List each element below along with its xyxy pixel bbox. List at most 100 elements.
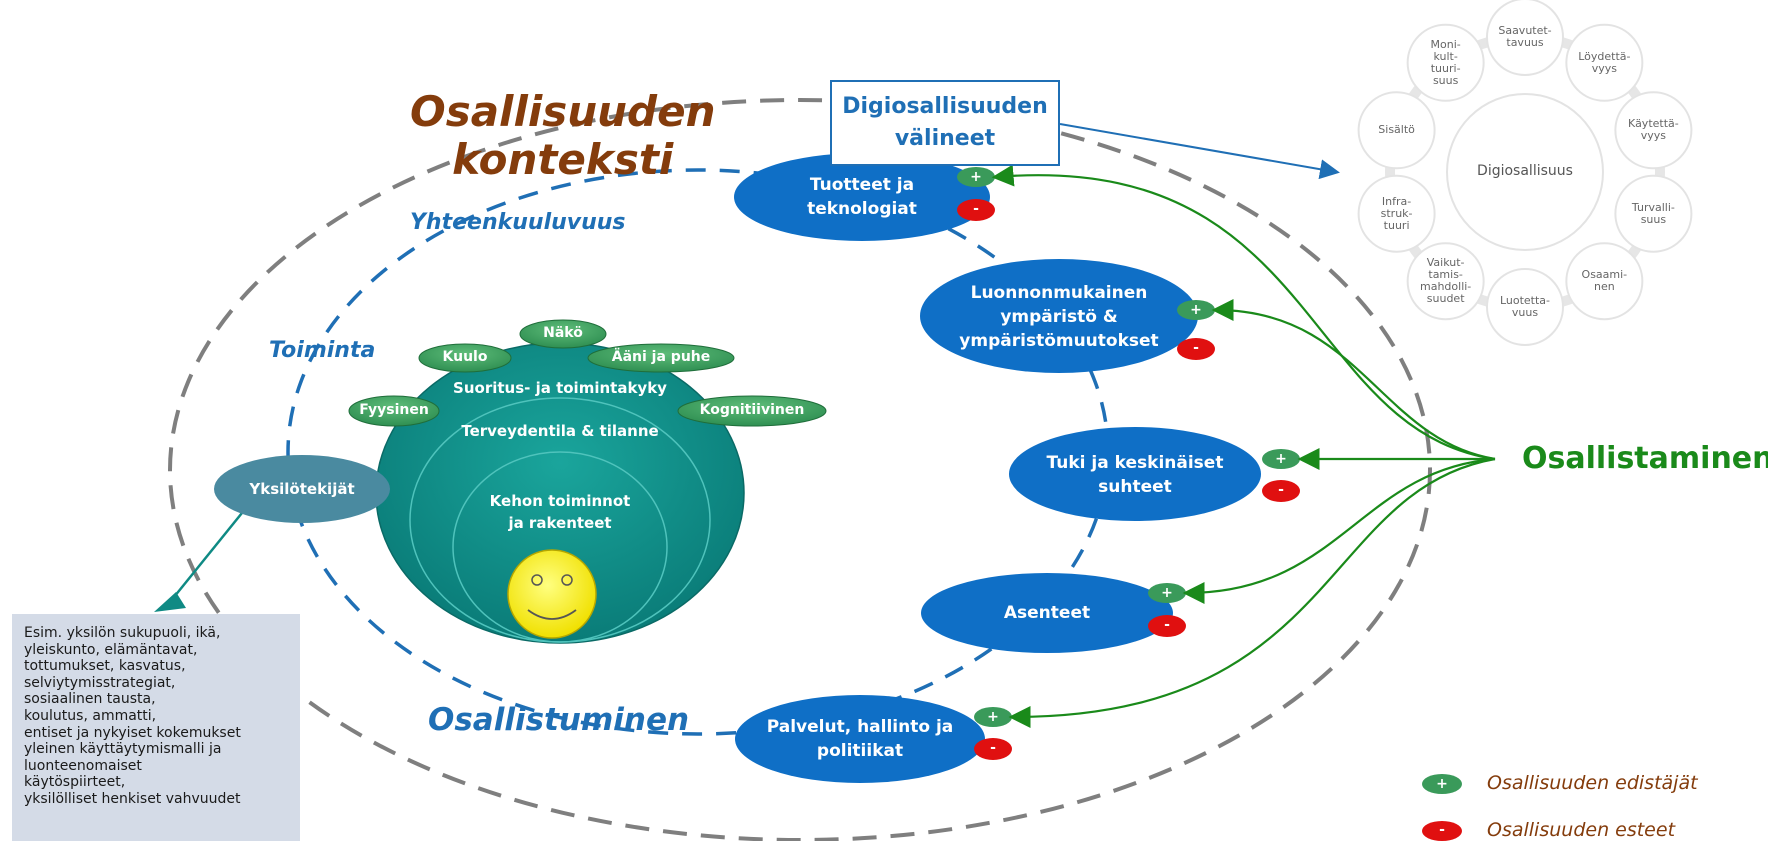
- example-line: yksilölliset henkiset vahvuudet: [24, 790, 241, 807]
- example-line: yleiskunto, elämäntavat,: [24, 641, 198, 658]
- personal-factors-arrow: [169, 507, 247, 603]
- sense-label-kuulo: Kuulo: [442, 349, 488, 365]
- legend-barriers: Osallisuuden esteet: [1487, 819, 1676, 841]
- factor-ellipse-4: [921, 573, 1173, 653]
- plus-badge-1: [957, 167, 995, 187]
- example-line: yleinen käyttäytymismalli ja: [24, 741, 222, 758]
- minus-badge-2: [1177, 338, 1215, 360]
- digi-wheel-node-line: tuuri-: [1430, 61, 1461, 75]
- factor-5-line-2: politiikat: [816, 741, 904, 761]
- sense-label-kognitiivinen: Kognitiivinen: [699, 402, 805, 418]
- digi-wheel-node-line: Käytettä-: [1628, 117, 1679, 131]
- factor-5-line-1: Palvelut, hallinto ja: [766, 717, 954, 737]
- plus-sign-1: +: [970, 169, 982, 185]
- minus-sign-3: -: [1278, 482, 1284, 498]
- plus-badge-3: [1262, 449, 1300, 469]
- participation-label: Osallistuminen: [428, 702, 690, 738]
- digi-wheel-node-label: Sisältö: [1362, 124, 1432, 136]
- factor-text-3: Tuki ja keskinäiset suhteet: [1035, 451, 1235, 499]
- digi-wheel-node-line: tavuus: [1506, 36, 1544, 49]
- digi-wheel-node: [1357, 174, 1436, 253]
- digi-wheel-node-line: vyys: [1591, 61, 1617, 75]
- minus-badge-4: [1148, 615, 1186, 637]
- sense-label-aani: Ääni ja puhe: [611, 349, 711, 365]
- legend-minus-badge: [1422, 821, 1462, 841]
- digi-wheel-node: [1486, 0, 1564, 76]
- digi-wheel-node-line: mahdolli-: [1420, 280, 1472, 294]
- digi-wheel-node-label: Käytettä-vyys: [1618, 118, 1688, 142]
- personal-factors-ellipse: [214, 455, 390, 523]
- legend-minus-sign: -: [1439, 822, 1445, 838]
- digi-wheel-node-line: suus: [1432, 73, 1459, 87]
- personal-factors-label: Yksilötekijät: [249, 480, 355, 498]
- digi-wheel-node: [1406, 23, 1485, 102]
- digi-wheel-node-line: suus: [1640, 212, 1667, 226]
- personal-factors-arrowhead: [154, 592, 186, 612]
- digi-wheel-node-label: Moni-kult-tuuri-suus: [1411, 37, 1481, 87]
- legend-promoters: Osallisuuden edistäjät: [1487, 772, 1698, 794]
- minus-badge-3: [1262, 480, 1300, 502]
- plus-sign-4: +: [1161, 585, 1173, 601]
- factor-ellipse-3: [1009, 427, 1261, 521]
- digi-wheel-node-line: kult-: [1433, 49, 1458, 63]
- factor-ellipse-1: [734, 153, 990, 241]
- minus-sign-2: -: [1193, 340, 1199, 356]
- plus-sign-5: +: [987, 709, 999, 725]
- digi-wheel-node-line: Osaami-: [1581, 268, 1628, 282]
- digi-wheel-node-label: Luotetta-vuus: [1490, 295, 1560, 319]
- plus-sign-3: +: [1275, 451, 1287, 467]
- factor-ellipse-5: [735, 695, 985, 783]
- context-title: Osallisuuden konteksti: [410, 88, 715, 184]
- digi-tools-line-2: välineet: [894, 126, 996, 151]
- body-label-line-1: Kehon toiminnot: [489, 492, 631, 510]
- digi-wheel-node-line: Saavutet-: [1498, 24, 1552, 37]
- sense-label-nako: Näkö: [543, 325, 583, 341]
- digi-wheel-node-line: Löydettä-: [1578, 49, 1631, 63]
- digi-wheel-node-line: vyys: [1640, 129, 1667, 143]
- example-line: entiset ja nykyiset kokemukset: [24, 724, 241, 741]
- example-line: käytöspiirteet,: [24, 774, 126, 791]
- sense-pill-kuulo: [418, 343, 512, 373]
- enabling-label: Osallistaminen: [1522, 441, 1768, 476]
- plus-badge-5: [974, 707, 1012, 727]
- factor-1-line-1: Tuotteet ja: [809, 175, 915, 195]
- digi-wheel-node: [1614, 174, 1693, 253]
- plus-sign-2: +: [1190, 302, 1202, 318]
- factor-2-line-2: ympäristö &: [1000, 307, 1118, 327]
- digi-wheel-node-label: Löydettä-vyys: [1569, 49, 1639, 75]
- body-label: Kehon toiminnot ja rakenteet: [460, 490, 660, 534]
- digi-wheel-node-line: Moni-: [1430, 37, 1461, 51]
- factor-3-line-2: suhteet: [1098, 477, 1172, 497]
- health-label: Terveydentila & tilanne: [461, 422, 659, 440]
- badge-group: [957, 167, 1462, 841]
- context-ring: [168, 98, 1432, 841]
- digi-tools-line-1: Digiosallisuuden: [842, 94, 1048, 119]
- personal-factors-examples: Esim. yksilön sukupuoli, ikä, yleiskunto…: [12, 614, 300, 841]
- digi-wheel-node: [1565, 23, 1644, 102]
- performance-label: Suoritus- ja toimintakyky: [453, 379, 667, 397]
- digi-wheel-node-line: Sisältö: [1378, 123, 1415, 137]
- digi-wheel-node-line: nen: [1593, 280, 1615, 294]
- minus-sign-5: -: [990, 740, 996, 756]
- factor-2-line-1: Luonnonmukainen: [970, 283, 1148, 303]
- example-line: Esim. yksilön sukupuoli, ikä,: [24, 625, 221, 641]
- plus-badge-2: [1177, 300, 1215, 320]
- belonging-label: Yhteenkuuluvuus: [410, 210, 626, 235]
- digi-wheel-node-label: Turvalli-suus: [1618, 200, 1688, 226]
- factor-3-line-1: Tuki ja keskinäiset: [1046, 453, 1224, 473]
- digi-wheel-node: [1357, 91, 1436, 170]
- factor-4-line-1: Asenteet: [1003, 603, 1091, 623]
- sense-label-fyysinen: Fyysinen: [359, 402, 429, 418]
- digi-wheel-node-line: Vaikut-: [1426, 256, 1465, 270]
- legend-plus-sign: +: [1436, 776, 1448, 792]
- digi-wheel-node: [1614, 91, 1693, 170]
- sense-pill-fyysinen: [348, 395, 440, 427]
- sense-pill-nako: [519, 319, 607, 349]
- factor-text-5: Palvelut, hallinto ja politiikat: [760, 715, 960, 763]
- digi-wheel-node-label: Vaikut-tamis-mahdolli-suudet: [1411, 257, 1481, 305]
- smiley-face: [507, 549, 597, 639]
- digi-wheel-node-line: Turvalli-: [1631, 200, 1675, 214]
- plus-badge-4: [1148, 583, 1186, 603]
